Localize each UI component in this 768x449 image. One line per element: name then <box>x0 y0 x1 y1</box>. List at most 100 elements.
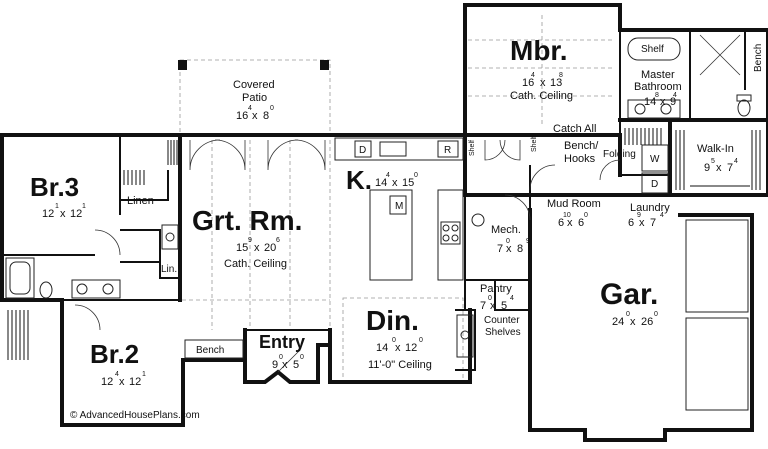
hatching <box>7 128 761 360</box>
svg-text:Walk-In: Walk-In <box>697 143 734 155</box>
svg-text:12: 12 <box>405 342 417 354</box>
svg-text:16: 16 <box>522 77 534 89</box>
svg-text:4: 4 <box>531 72 535 79</box>
svg-text:x: x <box>630 316 636 328</box>
svg-text:x: x <box>506 243 512 255</box>
svg-text:9: 9 <box>526 238 530 245</box>
svg-text:4: 4 <box>386 172 390 179</box>
svg-text:Mech.: Mech. <box>491 224 521 236</box>
svg-text:10: 10 <box>563 212 571 219</box>
svg-text:x: x <box>540 77 546 89</box>
doors <box>74 34 741 373</box>
svg-text:4: 4 <box>510 295 514 302</box>
svg-text:Folding: Folding <box>603 149 636 160</box>
svg-text:4: 4 <box>115 371 119 378</box>
svg-text:x: x <box>639 217 645 229</box>
br3-name: Br.3 <box>30 172 79 202</box>
svg-text:Lin.: Lin. <box>161 264 177 275</box>
svg-text:x: x <box>392 177 398 189</box>
svg-text:7: 7 <box>480 300 486 312</box>
svg-text:x: x <box>395 342 401 354</box>
mbr-name: Mbr. <box>510 35 568 66</box>
svg-text:0: 0 <box>419 337 423 344</box>
svg-text:7: 7 <box>727 162 733 174</box>
svg-text:4: 4 <box>734 158 738 165</box>
svg-text:14: 14 <box>644 96 656 108</box>
dashed-lines <box>179 15 615 383</box>
svg-text:6: 6 <box>276 237 280 244</box>
dryer-label: D <box>651 179 658 190</box>
svg-text:24: 24 <box>612 316 624 328</box>
svg-text:14: 14 <box>375 177 387 189</box>
svg-text:4: 4 <box>248 105 252 112</box>
dining-ceiling: 11'-0" Ceiling <box>368 359 432 371</box>
svg-text:Mud Room: Mud Room <box>547 198 601 210</box>
grt-rm-ceiling: Cath. Ceiling <box>224 258 287 270</box>
svg-text:0: 0 <box>392 337 396 344</box>
refrigerator-label: R <box>444 145 451 156</box>
svg-text:Covered: Covered <box>233 79 275 91</box>
fixtures <box>5 37 752 411</box>
svg-text:9: 9 <box>704 162 710 174</box>
svg-text:0: 0 <box>584 212 588 219</box>
br2-name: Br.2 <box>90 339 139 369</box>
labels: Mbr. 4 8 16 x 13 Cath. Ceiling Shelf Mas… <box>30 35 764 421</box>
svg-text:12: 12 <box>70 208 82 220</box>
svg-text:Hooks: Hooks <box>564 153 596 165</box>
svg-text:8: 8 <box>263 110 269 122</box>
svg-text:12: 12 <box>101 376 113 388</box>
bench-entry-label: Bench <box>196 345 224 356</box>
entry-name: Entry <box>259 332 305 352</box>
svg-text:x: x <box>254 242 260 254</box>
svg-text:Shelves: Shelves <box>485 327 521 338</box>
svg-text:4: 4 <box>660 212 664 219</box>
svg-text:0: 0 <box>270 105 274 112</box>
svg-text:7: 7 <box>497 243 503 255</box>
refrigerator <box>437 140 459 158</box>
mbr-ceiling: Cath. Ceiling <box>510 90 573 102</box>
svg-text:0: 0 <box>488 295 492 302</box>
svg-text:16: 16 <box>236 110 248 122</box>
svg-text:x: x <box>490 300 496 312</box>
svg-text:6: 6 <box>628 217 634 229</box>
svg-text:Patio: Patio <box>242 92 267 104</box>
svg-text:20: 20 <box>264 242 276 254</box>
kitchen-island <box>369 189 413 281</box>
svg-text:5: 5 <box>711 158 715 165</box>
svg-text:0: 0 <box>654 311 658 318</box>
microwave <box>389 195 407 215</box>
svg-text:9: 9 <box>248 237 252 244</box>
svg-text:15: 15 <box>236 242 248 254</box>
svg-text:0: 0 <box>626 311 630 318</box>
svg-text:12: 12 <box>42 208 54 220</box>
svg-text:0: 0 <box>414 172 418 179</box>
svg-text:Catch All: Catch All <box>553 123 596 135</box>
svg-text:26: 26 <box>641 316 653 328</box>
grt-rm-name: Grt. Rm. <box>192 205 302 236</box>
shelf-label: Shelf <box>641 44 664 55</box>
svg-text:1: 1 <box>55 203 59 210</box>
washer <box>641 144 669 172</box>
svg-text:0: 0 <box>279 354 283 361</box>
svg-text:15: 15 <box>402 177 414 189</box>
svg-text:x: x <box>282 359 288 371</box>
svg-text:Master: Master <box>641 69 675 81</box>
bench-top-label: Bench <box>753 44 764 72</box>
svg-text:12: 12 <box>129 376 141 388</box>
svg-text:Laundry: Laundry <box>630 202 670 214</box>
svg-text:8: 8 <box>559 72 563 79</box>
svg-text:9: 9 <box>670 96 676 108</box>
dishwasher-label: D <box>359 145 366 156</box>
svg-text:1: 1 <box>82 203 86 210</box>
svg-text:Shelf: Shelf <box>531 136 538 152</box>
svg-text:5: 5 <box>501 300 507 312</box>
kitchen-name: K. <box>346 165 372 195</box>
svg-text:7: 7 <box>650 217 656 229</box>
svg-text:Linen: Linen <box>127 195 154 207</box>
svg-text:9: 9 <box>272 359 278 371</box>
svg-text:8: 8 <box>655 92 659 99</box>
svg-text:Pantry: Pantry <box>480 283 512 295</box>
svg-text:5: 5 <box>293 359 299 371</box>
washer-label: W <box>650 154 660 165</box>
